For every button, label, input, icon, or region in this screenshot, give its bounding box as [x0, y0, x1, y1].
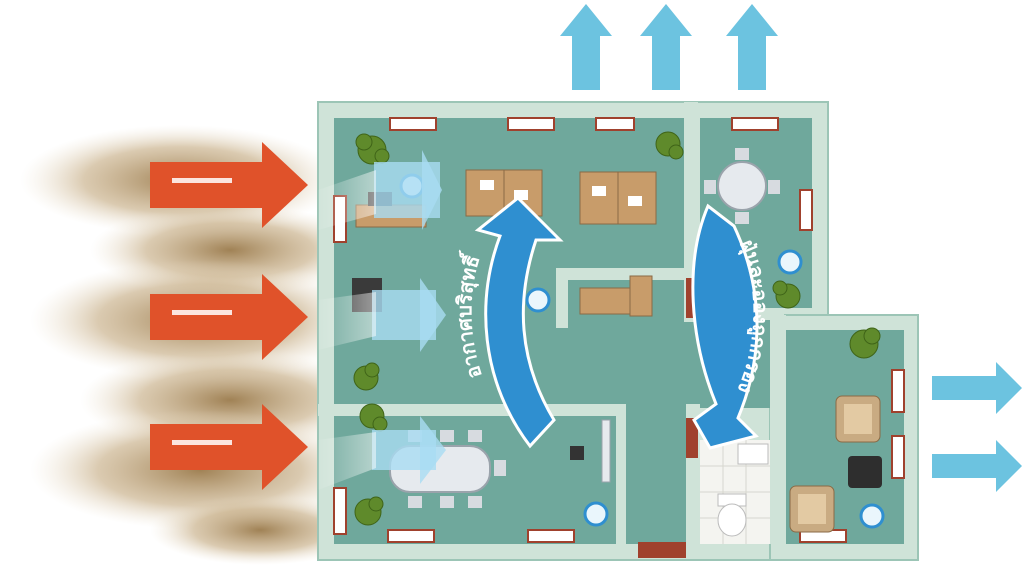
plants — [353, 131, 881, 526]
circulation-arrows: อากาศบริสุทธิ์ ฝุ่นละอองถูกกรอง — [452, 195, 773, 450]
incoming-air-arrows — [150, 142, 308, 490]
window-icon — [731, 117, 779, 131]
wall-divider — [556, 268, 568, 328]
clean-air-arrow-icon — [932, 362, 1022, 414]
dust-air-arrow-icon — [150, 142, 308, 228]
filter-beam — [318, 432, 376, 490]
wall-divider — [616, 404, 626, 544]
filter-block-icon — [372, 416, 446, 484]
potted-plant-icon — [354, 496, 384, 526]
whiteboard-icon — [601, 419, 611, 483]
clean-air-arrow-icon — [640, 4, 692, 90]
air-purifier-icon — [777, 249, 803, 275]
toilet-icon — [717, 493, 747, 537]
clean-air-arrow-icon — [932, 440, 1022, 492]
air-purifier-icon — [583, 501, 609, 527]
wall-divider — [556, 268, 698, 280]
window-icon — [389, 117, 437, 131]
door — [638, 542, 686, 558]
wall-divider — [770, 315, 786, 544]
window-icon — [891, 369, 905, 413]
window-icon — [507, 117, 555, 131]
coffee-machine-icon — [848, 456, 882, 488]
potted-plant-icon — [772, 280, 801, 309]
window-icon — [595, 117, 635, 131]
armchair-icon — [789, 485, 835, 533]
clean-air-arrow-icon — [560, 4, 612, 90]
potted-plant-icon — [655, 131, 684, 160]
potted-plant-icon — [355, 133, 390, 165]
door — [686, 418, 698, 458]
filter-block-icon — [372, 278, 446, 352]
filter-beam — [318, 170, 376, 230]
window-icon — [799, 189, 813, 231]
potted-plant-icon — [353, 362, 380, 391]
armchair-icon — [835, 395, 881, 443]
dust-cloud — [150, 495, 370, 565]
speaker-icon — [570, 446, 584, 460]
office-desk-icon — [579, 171, 657, 225]
office-desk-icon — [579, 275, 653, 317]
window-icon — [527, 529, 575, 543]
dust-air-arrow-icon — [150, 274, 308, 360]
round-table-icon — [704, 148, 780, 224]
dust-air-arrow-icon — [150, 404, 308, 490]
clean-air-arrow-icon — [726, 4, 778, 90]
filtered-dust-circulation-arrow — [691, 203, 759, 450]
filter-block-icon — [374, 150, 442, 230]
air-purifier-icon — [859, 503, 885, 529]
clean-air-circulation-arrow — [474, 195, 564, 449]
potted-plant-icon — [849, 327, 881, 359]
outgoing-air-arrows — [560, 4, 1022, 492]
window-icon — [891, 435, 905, 479]
filter-beam — [318, 292, 376, 350]
air-purifier-icon — [525, 287, 551, 313]
window-icon — [387, 529, 435, 543]
sink-icon — [737, 443, 769, 465]
window-icon — [333, 487, 347, 535]
hall-floor — [620, 408, 686, 544]
filter-blocks — [318, 150, 446, 490]
